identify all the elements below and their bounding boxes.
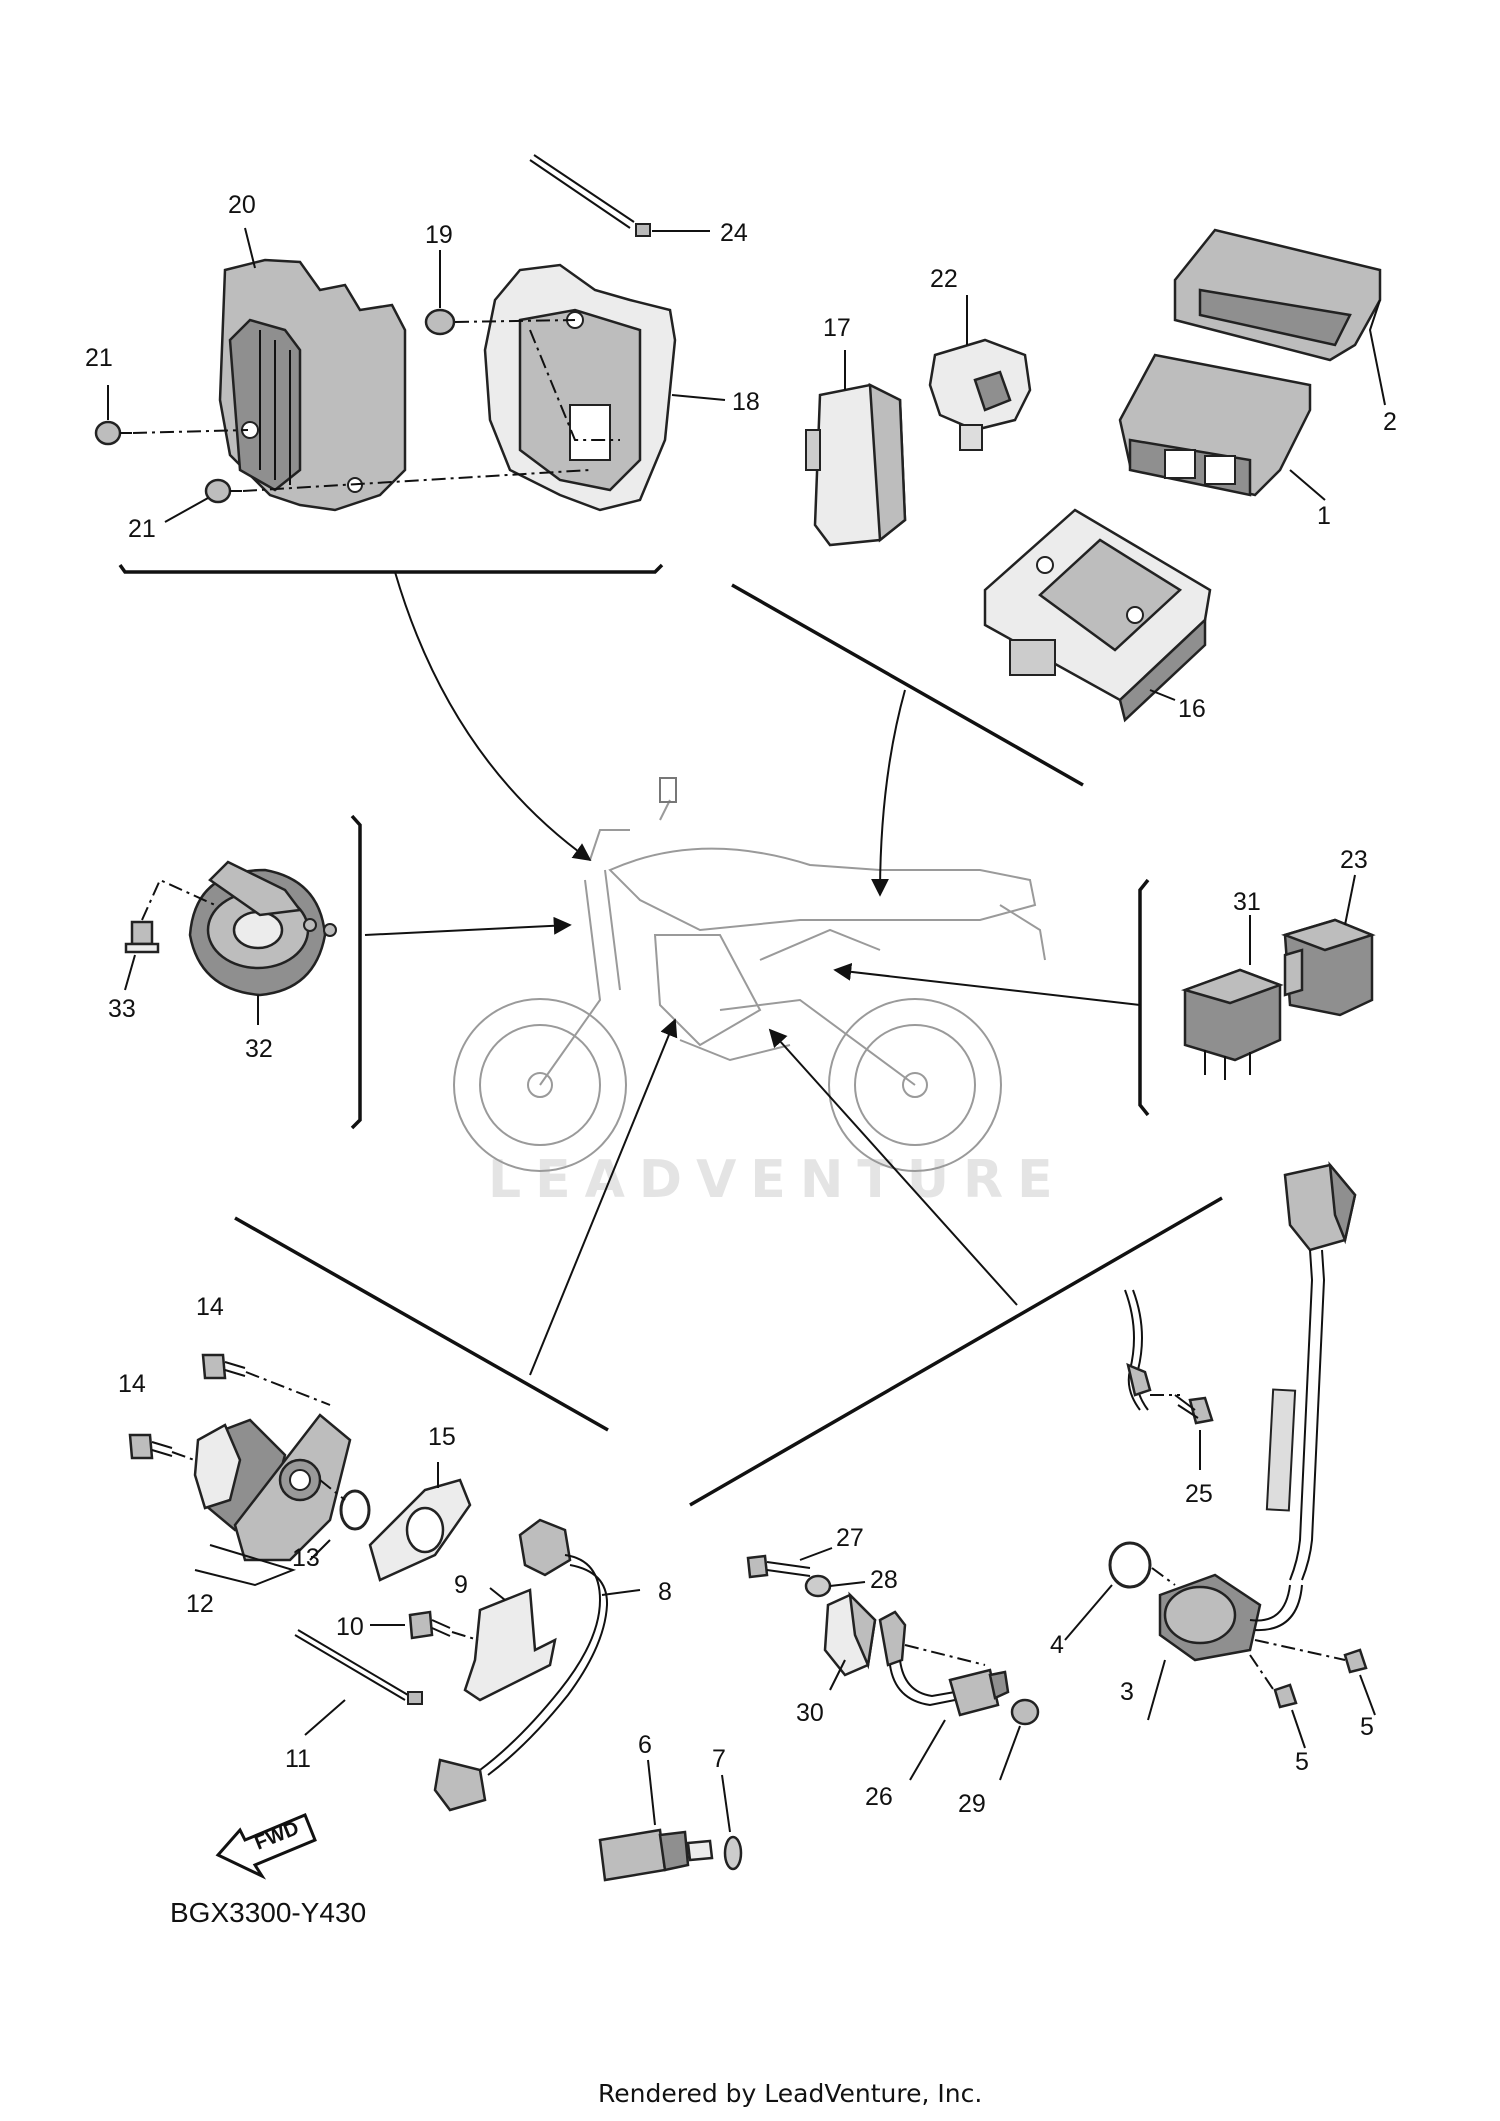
- callout-12: 12: [186, 1590, 214, 1618]
- callout-32: 32: [245, 1035, 273, 1063]
- horn-group: [124, 814, 362, 1130]
- callout-27: 27: [836, 1524, 864, 1552]
- callout-30: 30: [796, 1699, 824, 1727]
- callout-9: 9: [454, 1571, 468, 1599]
- diagram-code: BGX3300-Y430: [170, 1897, 366, 1928]
- callout-24: 24: [720, 219, 748, 247]
- callout-2: 2: [1383, 408, 1397, 436]
- callout-17: 17: [823, 314, 851, 342]
- callout-14: 14: [118, 1370, 146, 1398]
- callout-31: 31: [1233, 888, 1261, 916]
- relay-group: [1138, 874, 1376, 1117]
- callout-28: 28: [870, 1566, 898, 1594]
- ecu-group: [731, 228, 1386, 787]
- callout-14: 14: [196, 1293, 224, 1321]
- callout-5: 5: [1360, 1713, 1374, 1741]
- callout-19: 19: [425, 221, 453, 249]
- callout-1: 1: [1317, 502, 1331, 530]
- callout-10: 10: [336, 1613, 364, 1641]
- callout-7: 7: [712, 1745, 726, 1773]
- callout-25: 25: [1185, 1480, 1213, 1508]
- callout-labels: 20 19 24 21 21 18 17 22 2 1 16 31 23 33 …: [85, 191, 1397, 1818]
- callout-21: 21: [85, 344, 113, 372]
- callout-5: 5: [1295, 1748, 1309, 1776]
- callout-6: 6: [638, 1731, 652, 1759]
- callout-3: 3: [1120, 1678, 1134, 1706]
- callout-21: 21: [128, 515, 156, 543]
- callout-13: 13: [292, 1544, 320, 1572]
- callout-20: 20: [228, 191, 256, 219]
- callout-29: 29: [958, 1790, 986, 1818]
- callout-11: 11: [285, 1745, 311, 1773]
- callout-22: 22: [930, 265, 958, 293]
- callout-15: 15: [428, 1423, 456, 1451]
- callout-26: 26: [865, 1783, 893, 1811]
- pointer-arrows: [364, 571, 1141, 1376]
- callout-16: 16: [1178, 695, 1206, 723]
- sensor-group-left: FWD: [128, 1216, 743, 1882]
- callout-8: 8: [658, 1578, 672, 1606]
- watermark: LEADVENTURE: [488, 1150, 1067, 1210]
- motorcycle-overview: [453, 777, 1046, 1172]
- callout-4: 4: [1050, 1631, 1064, 1659]
- fwd-arrow-icon: FWD: [215, 1813, 317, 1880]
- callout-33: 33: [108, 995, 136, 1023]
- callout-18: 18: [732, 388, 760, 416]
- footer-credit: Rendered by LeadVenture, Inc.: [598, 2079, 982, 2108]
- callout-23: 23: [1340, 846, 1368, 874]
- sensor-group-right: [689, 1161, 1376, 1781]
- cover-group: [94, 154, 726, 574]
